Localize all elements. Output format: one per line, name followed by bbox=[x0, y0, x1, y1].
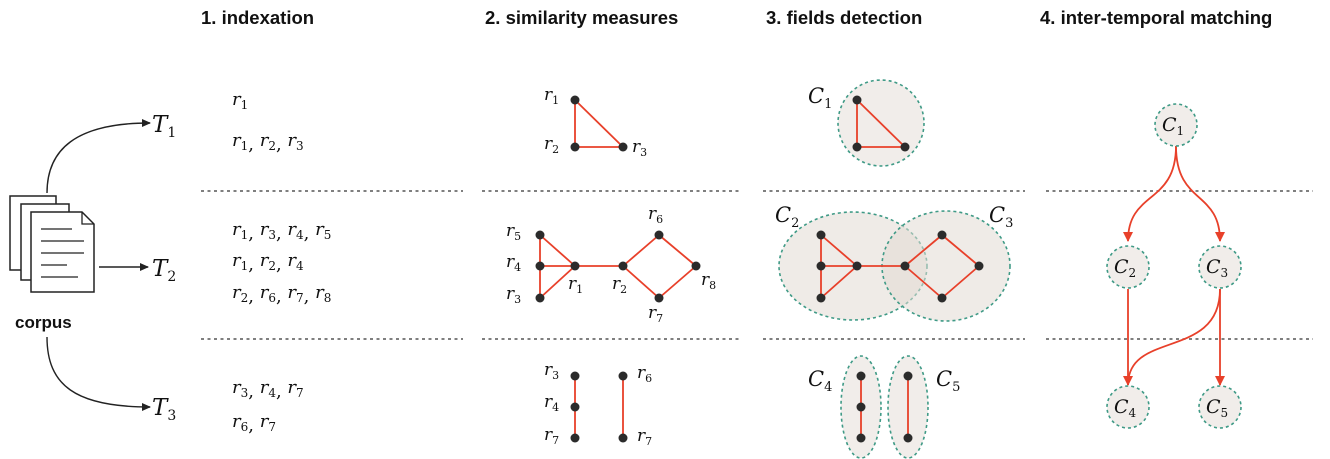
graph-node bbox=[535, 293, 545, 303]
header-similarity-measures: 2. similarity measures bbox=[485, 7, 678, 28]
graph-node bbox=[856, 402, 866, 412]
graph-node bbox=[535, 230, 545, 240]
node-label: r8 bbox=[701, 270, 716, 292]
node-label: r7 bbox=[648, 303, 663, 325]
header-fields-detection: 3. fields detection bbox=[766, 7, 922, 28]
graph-node bbox=[691, 261, 701, 271]
graph-node bbox=[816, 293, 826, 303]
node-label: r1 bbox=[544, 85, 559, 107]
period-separators bbox=[201, 190, 1313, 340]
graph-node bbox=[856, 371, 866, 381]
graph-node bbox=[618, 433, 628, 443]
match-node-c1 bbox=[1154, 103, 1198, 147]
index-list-line: r1, r2, r4 bbox=[232, 250, 304, 275]
node-label: r6 bbox=[637, 363, 652, 385]
graph-node bbox=[852, 261, 862, 271]
graph-node bbox=[852, 95, 862, 105]
graph-node bbox=[570, 433, 580, 443]
fields-t2: C2 C3 bbox=[775, 203, 1013, 322]
matching-nodes: C1 C2 C3 C4 C5 bbox=[1106, 103, 1242, 429]
graph-node bbox=[856, 433, 866, 443]
similarity-graph-t2: r5 r4 r3 r1 r2 r6 r8 r7 bbox=[506, 204, 716, 325]
graph-node bbox=[900, 142, 910, 152]
graph-node bbox=[570, 142, 580, 152]
graph-node bbox=[903, 433, 913, 443]
document-stack-icon bbox=[9, 195, 95, 293]
header-inter-temporal-matching: 4. inter-temporal matching bbox=[1040, 7, 1272, 28]
graph-node bbox=[900, 261, 910, 271]
fields-t1: C1 bbox=[808, 79, 925, 167]
index-list-line: r1 bbox=[232, 89, 248, 112]
node-label: r7 bbox=[637, 426, 652, 448]
index-list-line: r3, r4, r7 bbox=[232, 377, 304, 402]
index-list-line: r1, r3, r4, r5 bbox=[232, 219, 331, 244]
graph-node bbox=[570, 402, 580, 412]
match-node-c2 bbox=[1106, 245, 1150, 289]
node-label: r3 bbox=[544, 360, 559, 382]
graph-node bbox=[618, 371, 628, 381]
cluster-label-c5: C5 bbox=[936, 367, 960, 395]
index-list-line: r2, r6, r7, r8 bbox=[232, 282, 331, 307]
matching-edges bbox=[1123, 145, 1225, 386]
node-label: r3 bbox=[632, 137, 647, 159]
node-label: r2 bbox=[544, 134, 559, 156]
node-label: r3 bbox=[506, 284, 521, 306]
graph-node bbox=[852, 142, 862, 152]
node-label: r4 bbox=[544, 392, 559, 414]
match-node-c5 bbox=[1198, 385, 1242, 429]
graph-node bbox=[937, 293, 947, 303]
index-list-line: r1, r2, r3 bbox=[232, 130, 304, 155]
graph-node bbox=[654, 293, 664, 303]
period-t1-label: T1 bbox=[152, 112, 176, 141]
graph-node bbox=[816, 261, 826, 271]
corpus-label: corpus bbox=[15, 313, 72, 332]
graph-node bbox=[618, 142, 628, 152]
period-t3-label: T3 bbox=[152, 395, 176, 424]
corpus-arrows bbox=[46, 119, 151, 411]
graph-node bbox=[535, 261, 545, 271]
cluster-label-c3: C3 bbox=[989, 203, 1013, 231]
cluster-label-c4: C4 bbox=[808, 367, 832, 395]
node-label: r1 bbox=[568, 274, 583, 296]
graph-node bbox=[937, 230, 947, 240]
graph-node bbox=[570, 371, 580, 381]
graph-node bbox=[974, 261, 984, 271]
match-node-c3 bbox=[1198, 245, 1242, 289]
similarity-graph-t1: r1 r2 r3 bbox=[544, 85, 647, 159]
node-label: r7 bbox=[544, 425, 559, 447]
graph-node bbox=[570, 261, 580, 271]
graph-node bbox=[903, 371, 913, 381]
graph-node bbox=[816, 230, 826, 240]
fields-t3: C4 C5 bbox=[808, 355, 960, 459]
similarity-graph-t3: r3 r4 r7 r6 r7 bbox=[544, 360, 652, 448]
node-label: r2 bbox=[612, 274, 627, 296]
graph-node bbox=[618, 261, 628, 271]
graph-node bbox=[570, 95, 580, 105]
header-indexation: 1. indexation bbox=[201, 7, 314, 28]
match-node-c4 bbox=[1106, 385, 1150, 429]
indexation-lists: r1 r1, r2, r3 r1, r3, r4, r5 r1, r2, r4 r2, … bbox=[232, 89, 331, 436]
node-label: r5 bbox=[506, 221, 521, 243]
node-label: r4 bbox=[506, 252, 521, 274]
cluster-label-c2: C2 bbox=[775, 203, 799, 231]
period-t2-label: T2 bbox=[152, 256, 176, 285]
index-list-line: r6, r7 bbox=[232, 411, 276, 436]
cluster-label-c1: C1 bbox=[808, 84, 832, 112]
node-label: r6 bbox=[648, 204, 663, 226]
graph-node bbox=[654, 230, 664, 240]
